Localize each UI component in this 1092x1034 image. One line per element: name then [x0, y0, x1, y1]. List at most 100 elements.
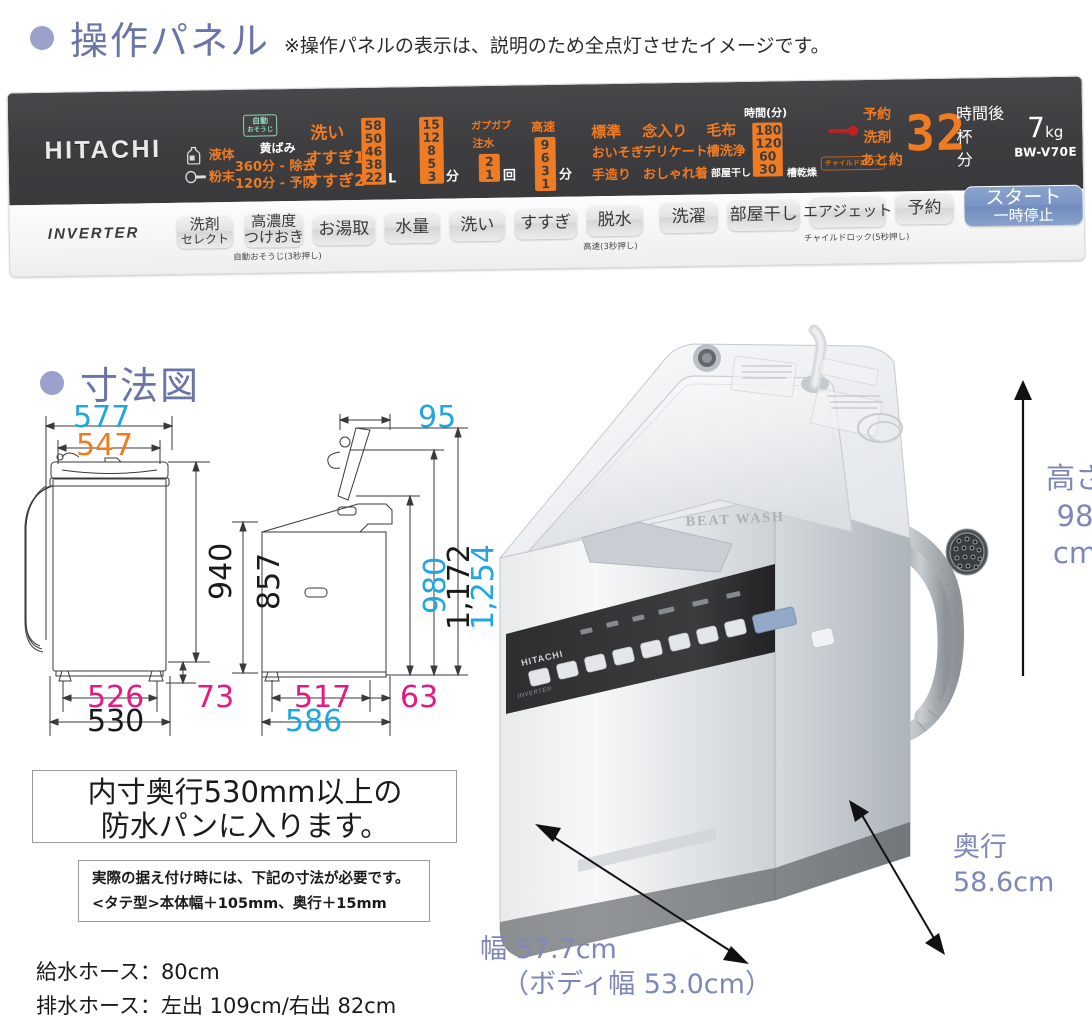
wash-label: 洗い: [460, 214, 495, 236]
yellowing-title: 黄ばみ: [259, 140, 296, 156]
dimensions-title: 寸法図: [80, 364, 201, 408]
waterproof-pan-note-line2: 防水パンに入ります。: [100, 809, 390, 843]
rinse-v2: 1: [484, 166, 494, 182]
course-thorough: 念入り: [642, 121, 688, 141]
hot-water-button[interactable]: お湯取: [312, 212, 376, 246]
yellowing-row1: 360分 - 除去: [234, 158, 316, 175]
dim-front-width-inner: 547: [76, 428, 134, 463]
capacity-block: 7kg BW-V70E: [1008, 111, 1083, 160]
height-label: 高さ 98 cm: [1040, 460, 1092, 573]
auto-clean-sublabel: 自動おそうじ(3秒押し): [233, 251, 322, 263]
spin-high-speed-sublabel: 高速(3秒押し): [583, 241, 638, 253]
rinse-label: すすぎ: [520, 212, 572, 234]
reserve-label: 予約: [862, 106, 892, 124]
install-note-line2: <タテ型>本体幅＋105mm、奥行＋15mm: [92, 896, 387, 912]
depth-arrow: [849, 800, 945, 955]
dim-front-height: 940: [204, 542, 239, 600]
remaining-label: あと約: [860, 152, 903, 170]
hot-water-label: お湯取: [318, 218, 370, 240]
depth-label-line1: 奥行: [953, 832, 1007, 863]
course-handmade: 手造り: [591, 167, 632, 184]
auto-clean-badge-line2: おそうじ: [247, 125, 274, 134]
start-pause-button[interactable]: スタート 一時停止: [964, 184, 1083, 227]
reservation-label: 予約: [907, 197, 942, 219]
auto-clean-badge: 自動 おそうじ: [242, 114, 278, 137]
dimension-drawings: 577 547 940 526 73 530 95 857 980 1,172 …: [0, 352, 501, 1034]
spin-unit: 分: [558, 167, 573, 183]
unit-minutes: 分: [956, 150, 973, 170]
wash-time-unit: 分: [445, 169, 460, 185]
spin-time-segment: 9 6 3 1: [534, 136, 557, 192]
laundry-button[interactable]: 洗濯: [659, 200, 718, 234]
water-amount-label: 水量: [395, 216, 430, 238]
yellowing-row2: 120分 - 予防: [234, 175, 316, 192]
water-level-v5: 22: [365, 169, 383, 185]
wash-time-segment: 15 12 8 5 3: [419, 116, 445, 184]
machine-start-button: [752, 606, 797, 634]
wash-button[interactable]: 洗い: [449, 208, 506, 242]
wash-time-v5: 3: [427, 168, 437, 184]
detergent-select-label2: セレクト: [180, 231, 230, 247]
washing-machine-illustration: BEAT WASH HITACHI INVERTER: [498, 324, 989, 959]
hitachi-logo: HITACHI: [44, 135, 162, 165]
rinse-button[interactable]: すすぎ: [514, 206, 577, 240]
child-lock-sublabel: チャイルドロック(5秒押し): [803, 232, 910, 244]
dry-time-segment: 180 120 60 30: [752, 122, 784, 177]
control-panel: HITACHI INVERTER 液体 粉末 自動 おそうじ 黄ばみ 360分 …: [6, 75, 1086, 278]
course-delicate: デリケート: [642, 144, 708, 161]
bullet-icon: [30, 25, 54, 50]
dim-side-rear-offset: 63: [400, 680, 439, 715]
dim-front-width-outer: 577: [73, 400, 131, 435]
control-panel-shell: HITACHI INVERTER 液体 粉末 自動 おそうじ 黄ばみ 360分 …: [6, 75, 1086, 278]
course-tub-clean: 槽洗浄: [706, 143, 746, 160]
waterproof-pan-note-box: [32, 770, 457, 843]
water-amount-button[interactable]: 水量: [384, 210, 441, 244]
capacity-value: 7: [1027, 111, 1046, 145]
start-label: スタート: [985, 185, 1062, 209]
air-jet-label: エアジェット: [802, 201, 893, 221]
key-icon: [828, 125, 859, 136]
spin-button[interactable]: 脱水: [586, 203, 643, 237]
dim-side-lid-offset: 95: [418, 400, 457, 435]
model-number: BW-V70E: [1014, 144, 1078, 160]
process-rinse2-label: すすぎ2: [305, 170, 366, 191]
page-title: 操作パネル: [70, 19, 271, 63]
inverter-logo: INVERTER: [47, 224, 140, 243]
detergent-scoop-icon: [185, 170, 207, 184]
dim-front-base-width: 526: [87, 680, 145, 715]
washing-machine-photo: BEAT WASH HITACHI INVERTER: [470, 300, 1092, 1000]
panel-note: ※操作パネルの表示は、説明のため全点灯させたイメージです。: [284, 35, 830, 57]
water-level-segment: 58 50 46 38 22: [361, 117, 387, 185]
spin-v4: 1: [541, 175, 551, 192]
drain-hose-text: 排水ホース：左出 109cm/右出 82cm: [36, 994, 397, 1018]
bullet-icon-2: [40, 370, 64, 395]
course-standard: 標準: [591, 122, 622, 142]
dim-side-body-height: 857: [252, 552, 287, 610]
water-level-unit: L: [387, 171, 397, 187]
width-label-line1: 幅 57.7cm: [480, 934, 617, 965]
detergent-select-label1: 洗剤: [189, 215, 220, 235]
unit-hours-after: 時間後: [955, 103, 1005, 124]
dry-time-left-label: 部屋干し: [710, 167, 752, 180]
dim-front-foot-height: 73: [196, 680, 235, 715]
rinse-unit: 回: [502, 168, 517, 184]
pause-label: 一時停止: [993, 206, 1054, 226]
depth-label: 奥行 58.6cm: [953, 830, 1054, 900]
reservation-button[interactable]: 予約: [895, 191, 954, 225]
rinse-top-label2: 注水: [472, 136, 495, 151]
install-note-line1: 実際の据え付け時には、下記の寸法が必要です。: [92, 871, 410, 887]
detergent-powder-label: 粉末: [208, 169, 236, 186]
width-arrow: [535, 824, 749, 964]
install-note-box: [78, 860, 430, 922]
waterproof-pan-note-line1: 内寸奥行530mm以上の: [87, 775, 403, 809]
room-dry-button[interactable]: 部屋干し: [727, 198, 800, 232]
high-concentration-soak-button[interactable]: 高濃度 つけおき: [244, 210, 304, 248]
air-jet-button[interactable]: エアジェット: [803, 194, 892, 228]
detergent-select-button[interactable]: 洗剤 セレクト: [176, 213, 234, 249]
auto-clean-badge-line1: 自動: [252, 116, 269, 126]
dry-time-v4: 30: [759, 161, 777, 177]
dim-side-base-depth: 517: [294, 680, 352, 715]
height-label-line3: cm: [1052, 536, 1092, 571]
detergent-label: 洗剤: [863, 129, 892, 147]
height-arrow: [1014, 380, 1032, 676]
